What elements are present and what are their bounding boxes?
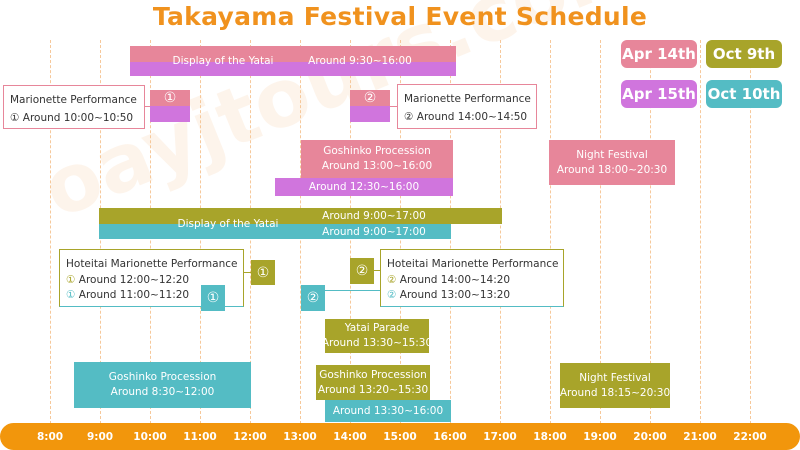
spring-goshinko-time-apr15: Around 12:30~16:00 xyxy=(308,180,420,193)
spring-night-festival-bar: Night Festival Around 18:00~20:30 xyxy=(549,140,675,185)
autumn-hoteitai-2-marker-oct9: ② xyxy=(387,274,397,286)
spring-marionette-1-connector xyxy=(145,106,151,107)
spring-marionette-1-badge-apr14: ① xyxy=(150,90,190,106)
spring-marionette-1-name: Marionette Performance xyxy=(10,94,137,106)
autumn-yatai-bar-oct10 xyxy=(99,224,451,239)
spring-marionette-2-time: Around 14:00~14:50 xyxy=(416,111,528,123)
autumn-yatai-bar-oct9 xyxy=(99,208,502,224)
autumn-hoteitai-2-badge-oct10: ② xyxy=(301,285,325,311)
autumn-yatai-name: Display of the Yatai xyxy=(177,217,279,230)
spring-marionette-2-badge-apr14: ② xyxy=(350,90,390,106)
timeline-tick: 19:00 xyxy=(583,430,617,443)
legend-apr-15: Apr 15th xyxy=(621,80,697,108)
grid-line xyxy=(500,40,501,424)
grid-line xyxy=(600,40,601,424)
spring-marionette-2-bar-apr15 xyxy=(350,106,390,122)
autumn-hoteitai-1-name: Hoteitai Marionette Performance xyxy=(66,258,238,270)
autumn-yatai-time-oct10: Around 9:00~17:00 xyxy=(322,225,426,238)
spring-goshinko-bar-apr14: Goshinko Procession Around 13:00~16:00 xyxy=(301,140,453,178)
spring-yatai-bar-apr14 xyxy=(130,46,456,62)
autumn-yatai-parade-time: Around 13:30~15:30 xyxy=(321,337,433,349)
timeline-tick: 11:00 xyxy=(183,430,217,443)
spring-marionette-2-marker: ② xyxy=(404,111,414,123)
spring-goshinko-bar-apr15: Around 12:30~16:00 xyxy=(275,178,453,196)
spring-night-festival-time: Around 18:00~20:30 xyxy=(556,163,668,176)
spring-goshinko-time-apr14: Around 13:00~16:00 xyxy=(321,160,433,172)
timeline-bar xyxy=(0,423,800,450)
timeline-tick: 20:00 xyxy=(633,430,667,443)
timeline-tick: 12:00 xyxy=(233,430,267,443)
page-title: Takayama Festival Event Schedule xyxy=(152,2,648,31)
spring-yatai-time: Around 9:30~16:00 xyxy=(308,54,412,67)
autumn-hoteitai-1-badge-oct9: ① xyxy=(251,260,275,285)
autumn-hoteitai-1-marker-oct10: ① xyxy=(66,289,76,301)
autumn-hoteitai-2-callout: Hoteitai Marionette Performance ② Around… xyxy=(380,249,564,307)
autumn-goshinko-oct9-time: Around 13:20~15:30 xyxy=(317,383,429,396)
autumn-hoteitai-2-marker-oct10: ② xyxy=(387,289,397,301)
autumn-night-festival-time: Around 18:15~20:30 xyxy=(559,386,671,399)
spring-marionette-1-marker: ① xyxy=(10,112,20,124)
timeline-tick: 16:00 xyxy=(433,430,467,443)
spring-marionette-1-time: Around 10:00~10:50 xyxy=(22,112,134,124)
autumn-hoteitai-1-time-oct10: Around 11:00~11:20 xyxy=(78,289,190,301)
timeline-tick: 17:00 xyxy=(483,430,517,443)
autumn-hoteitai-1-connector-oct9 xyxy=(244,272,251,273)
timeline-tick: 18:00 xyxy=(533,430,567,443)
grid-line xyxy=(50,40,51,424)
spring-night-festival-name: Night Festival xyxy=(576,148,648,161)
autumn-goshinko-bar-oct10-afternoon: Around 13:30~16:00 xyxy=(325,400,451,422)
spring-marionette-1-callout: Marionette Performance ① Around 10:00~10… xyxy=(3,85,145,129)
autumn-goshinko-oct10-time: Around 8:30~12:00 xyxy=(110,386,215,398)
timeline-tick: 22:00 xyxy=(733,430,767,443)
autumn-hoteitai-1-time-oct9: Around 12:00~12:20 xyxy=(78,274,190,286)
autumn-hoteitai-2-badge-oct9: ② xyxy=(350,258,374,284)
timeline-tick: 14:00 xyxy=(333,430,367,443)
autumn-hoteitai-2-name: Hoteitai Marionette Performance xyxy=(387,258,559,270)
grid-line xyxy=(550,40,551,424)
autumn-goshinko-oct10-name: Goshinko Procession xyxy=(108,371,217,383)
timeline-tick: 13:00 xyxy=(283,430,317,443)
grid-line xyxy=(650,40,651,424)
spring-marionette-2-connector xyxy=(390,106,397,107)
autumn-hoteitai-1-badge-oct10: ① xyxy=(201,285,225,311)
timeline-tick: 21:00 xyxy=(683,430,717,443)
autumn-night-festival-bar: Night Festival Around 18:15~20:30 xyxy=(560,363,670,408)
legend-apr-14: Apr 14th xyxy=(621,40,697,68)
legend-oct-10: Oct 10th xyxy=(706,80,782,108)
spring-goshinko-name: Goshinko Procession xyxy=(323,145,431,157)
timeline-tick: 15:00 xyxy=(383,430,417,443)
autumn-yatai-parade-bar: Yatai Parade Around 13:30~15:30 xyxy=(321,319,433,353)
autumn-night-festival-name: Night Festival xyxy=(579,371,651,384)
autumn-goshinko-bar-oct9: Goshinko Procession Around 13:20~15:30 xyxy=(316,365,430,400)
autumn-yatai-time-oct9: Around 9:00~17:00 xyxy=(322,209,426,222)
grid-line xyxy=(700,40,701,424)
autumn-hoteitai-2-connector-oct10 xyxy=(325,290,380,291)
timeline-tick: 10:00 xyxy=(133,430,167,443)
spring-marionette-2-name: Marionette Performance xyxy=(404,93,531,105)
autumn-yatai-parade-name: Yatai Parade xyxy=(344,322,410,334)
autumn-goshinko-oct10b-time: Around 13:30~16:00 xyxy=(332,404,444,417)
grid-line xyxy=(750,40,751,424)
timeline-tick: 9:00 xyxy=(86,430,114,443)
autumn-goshinko-bar-oct10-morning: Goshinko Procession Around 8:30~12:00 xyxy=(74,362,251,408)
autumn-goshinko-oct9-name: Goshinko Procession xyxy=(319,368,427,381)
autumn-hoteitai-2-time-oct10: Around 13:00~13:20 xyxy=(399,289,511,301)
legend-oct-9: Oct 9th xyxy=(706,40,782,68)
spring-yatai-name: Display of the Yatai xyxy=(172,54,274,67)
autumn-hoteitai-1-marker-oct9: ① xyxy=(66,274,76,286)
timeline-tick: 8:00 xyxy=(36,430,64,443)
spring-marionette-1-bar-apr15 xyxy=(150,106,190,122)
spring-marionette-2-callout: Marionette Performance ② Around 14:00~14… xyxy=(397,84,537,129)
spring-yatai-bar-apr15 xyxy=(130,62,456,76)
autumn-hoteitai-2-time-oct9: Around 14:00~14:20 xyxy=(399,274,511,286)
autumn-hoteitai-2-connector-oct9 xyxy=(374,270,380,271)
